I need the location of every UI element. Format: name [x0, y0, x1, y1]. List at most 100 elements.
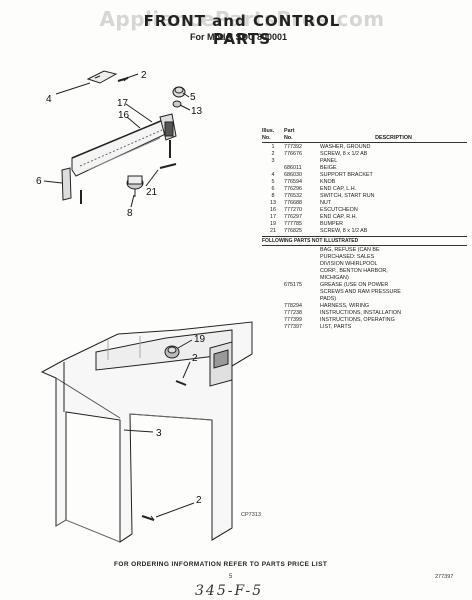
table-row: MICHIGAN): [262, 275, 467, 282]
bumper-part: [164, 345, 180, 359]
cell-illus: 16: [270, 207, 276, 213]
screw-part-panel-lower: [141, 515, 155, 521]
header-description: DESCRIPTION: [375, 135, 412, 141]
cell-part: 686011: [284, 165, 302, 171]
nut-part: [172, 100, 182, 108]
table-row: SCREWS AND RAM PRESSURE: [262, 289, 467, 296]
cell-illus: [262, 247, 284, 254]
callout-4: 4: [46, 94, 52, 105]
cell-part: 777238: [284, 310, 302, 316]
cell-illus: 13: [270, 200, 276, 206]
callout-3: 3: [156, 428, 162, 439]
cell-illus: [262, 324, 284, 331]
cell-description: SCREWS AND RAM PRESSURE: [320, 289, 401, 295]
callout-17: 17: [117, 98, 129, 109]
table-row: PURCHASED: SALES: [262, 254, 467, 261]
cell-description: GREASE (USE ON POWER: [320, 282, 389, 288]
screw-part-21: [159, 163, 177, 169]
cell-part: [284, 158, 320, 165]
catalog-number: CP7313: [241, 512, 261, 518]
cell-description: LIST, PARTS: [320, 324, 352, 330]
header-no-2: No.: [284, 135, 293, 141]
cell-description: PADS): [320, 296, 337, 302]
table-row: 686011 BEIGE: [262, 165, 467, 172]
callout-19: 19: [194, 334, 206, 345]
header-illus: Illus.: [262, 128, 275, 134]
cell-description: KNOB: [320, 179, 336, 185]
cell-part: 776594: [284, 179, 302, 185]
cell-description: CORP., BENTON HARBOR,: [320, 268, 388, 274]
cell-illus: 5: [271, 179, 275, 185]
cell-description: INSTRUCTIONS, INSTALLATION: [320, 310, 401, 316]
panel-part: [40, 321, 253, 543]
cell-description: BAG, REFUSE (CAN BE: [320, 247, 380, 253]
cell-description: SCREW, 8 x 1/2 AB: [320, 228, 368, 234]
cell-illus: [262, 165, 284, 172]
cell-illus: 6: [271, 186, 275, 192]
cell-description: HARNESS, WIRING: [320, 303, 370, 309]
cell-description: INSTRUCTIONS, OPERATING: [320, 317, 395, 323]
table-row: 777238 INSTRUCTIONS, INSTALLATION: [262, 310, 467, 317]
cell-description: SCREW, 8 x 1/2 AB: [320, 151, 368, 157]
cell-description: SWITCH, START RUN: [320, 193, 375, 199]
callout-6: 6: [36, 176, 42, 187]
cell-illus: [262, 268, 284, 275]
cell-part: 777785: [284, 221, 302, 227]
cell-description: BEIGE: [320, 165, 337, 171]
header-no-1: No.: [262, 135, 271, 141]
cell-part: [284, 247, 320, 254]
table-row: 5 776594 KNOB: [262, 179, 467, 186]
cell-description: MICHIGAN): [320, 275, 349, 281]
table-row: DIVISION WHIRLPOOL: [262, 261, 467, 268]
page-number: 5: [229, 574, 233, 580]
cell-part: 776297: [284, 214, 302, 220]
cell-illus: [262, 317, 284, 324]
cell-illus: 4: [271, 172, 275, 178]
callout-2-mid: 2: [192, 353, 198, 364]
table-header-row-1: Illus. Part: [262, 128, 467, 135]
model-label: For Model SDC 800001: [190, 32, 288, 42]
handwritten-note: 345-F-5: [195, 583, 264, 599]
cell-illus: [262, 303, 284, 310]
callout-2-top: 2: [141, 70, 147, 81]
document-number: 277397: [435, 574, 454, 580]
cell-description: ESCUTCHEON: [320, 207, 358, 213]
escutcheon-part: [71, 113, 177, 177]
cell-part: 776676: [284, 151, 302, 157]
cell-illus: [262, 296, 284, 303]
cell-part: 675175: [284, 282, 302, 288]
header-part: Part: [284, 128, 295, 134]
cell-description: PANEL: [320, 158, 338, 164]
cell-part: 686030: [284, 172, 302, 178]
support-bracket-part: [86, 70, 118, 84]
cell-part: [284, 296, 320, 303]
table-row: BAG, REFUSE (CAN BE: [262, 247, 467, 254]
callout-21: 21: [146, 187, 158, 198]
table-header-row-2: No. No. DESCRIPTION: [262, 135, 467, 143]
callout-5: 5: [190, 92, 196, 103]
cell-description: NUT: [320, 200, 332, 206]
cell-description: SUPPORT BRACKET: [320, 172, 373, 178]
table-row: 675175 GREASE (USE ON POWER: [262, 282, 467, 289]
cell-part: [284, 254, 320, 261]
cell-description: PURCHASED: SALES: [320, 254, 375, 260]
cell-illus: [262, 310, 284, 317]
cell-illus: [262, 275, 284, 282]
cell-illus: 21: [270, 228, 276, 234]
